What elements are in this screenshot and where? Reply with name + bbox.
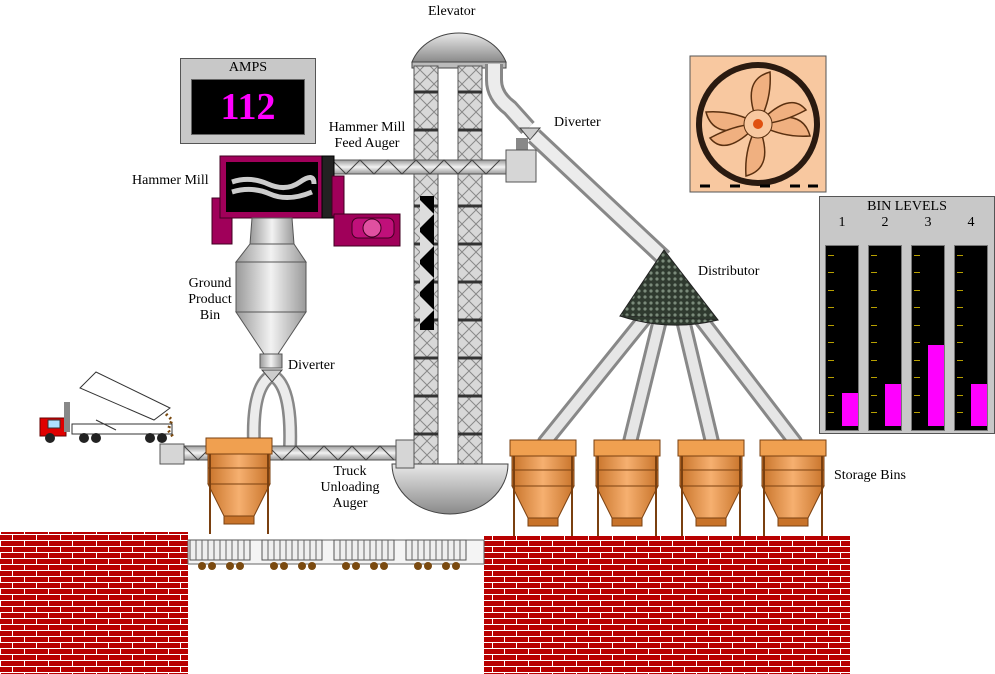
label-truck-unloading-auger-line2: Unloading xyxy=(320,480,380,495)
bin-gauge-tick xyxy=(828,377,834,378)
bin-level-gauge xyxy=(911,245,945,431)
bin-gauge-tick xyxy=(828,395,834,396)
distributor xyxy=(619,249,720,326)
bin-gauge-tick xyxy=(914,325,920,326)
elevator-discharge-pipe xyxy=(485,64,671,265)
bin-gauge-tick xyxy=(957,342,963,343)
bin-level-bar xyxy=(885,384,901,426)
bin-gauge-tick xyxy=(871,307,877,308)
bin-number: 3 xyxy=(924,215,932,230)
label-hammer-mill-feed-auger-line2: Feed Auger xyxy=(334,136,400,151)
label-storage-bins: Storage Bins xyxy=(834,468,906,483)
label-truck-unloading-auger-line3: Auger xyxy=(332,496,368,511)
storage-bins xyxy=(509,439,827,537)
bin-gauge-tick xyxy=(828,255,834,256)
bin-gauge-tick xyxy=(828,342,834,343)
distributor-spouts xyxy=(537,310,803,450)
bin-number: 2 xyxy=(881,215,889,230)
bin-gauge-tick xyxy=(957,360,963,361)
bin-level-bar xyxy=(971,384,987,426)
receiving-bin xyxy=(205,437,273,535)
bin-levels-panel: BIN LEVELS 1 2 3 4 xyxy=(819,196,995,434)
amps-value: 112 xyxy=(191,79,305,135)
bin-level-gauge xyxy=(868,245,902,431)
bin-gauge-tick xyxy=(828,290,834,291)
bin-gauge-tick xyxy=(828,360,834,361)
bucket-elevator xyxy=(391,32,509,515)
bin-gauge-tick xyxy=(914,342,920,343)
ground-product-bin xyxy=(234,217,307,449)
label-ground-product-bin-line2: Product xyxy=(188,292,232,307)
label-elevator: Elevator xyxy=(428,4,476,19)
brick-wall-left xyxy=(0,532,188,674)
bin-level-1: 1 xyxy=(822,215,862,431)
label-ground-product-bin-line1: Ground xyxy=(188,276,232,291)
bin-gauge-tick xyxy=(828,272,834,273)
bin-levels-title: BIN LEVELS xyxy=(867,199,947,214)
bin-gauge-tick xyxy=(957,395,963,396)
bin-gauge-tick xyxy=(914,307,920,308)
bin-gauge-tick xyxy=(914,360,920,361)
bin-gauge-tick xyxy=(871,395,877,396)
rail-cars xyxy=(187,539,485,571)
bin-gauge-tick xyxy=(871,290,877,291)
hammer-mill xyxy=(211,155,401,247)
bin-gauge-tick xyxy=(957,325,963,326)
bin-gauge-tick xyxy=(914,412,920,413)
label-truck-unloading-auger: Truck Unloading Auger xyxy=(310,464,390,512)
label-diverter-bottom: Diverter xyxy=(288,358,335,373)
bin-gauge-tick xyxy=(914,255,920,256)
brick-wall-right xyxy=(484,536,850,674)
bin-level-3: 3 xyxy=(908,215,948,431)
bin-gauge-tick xyxy=(914,395,920,396)
label-diverter-top: Diverter xyxy=(554,115,601,130)
bin-gauge-tick xyxy=(871,412,877,413)
amps-title: AMPS xyxy=(228,60,268,75)
bin-gauge-tick xyxy=(914,290,920,291)
fan-icon xyxy=(689,55,827,193)
bin-level-bar xyxy=(842,393,858,426)
bin-number: 1 xyxy=(838,215,846,230)
bin-gauge-tick xyxy=(871,325,877,326)
bin-gauge-tick xyxy=(871,342,877,343)
label-hammer-mill: Hammer Mill xyxy=(132,173,209,188)
bin-gauge-tick xyxy=(828,412,834,413)
bin-level-bar xyxy=(928,345,944,426)
label-distributor: Distributor xyxy=(698,264,760,279)
hammer-mill-feed-auger xyxy=(331,149,537,183)
bin-gauge-tick xyxy=(957,377,963,378)
bin-gauge-tick xyxy=(957,272,963,273)
label-hammer-mill-feed-auger: Hammer Mill Feed Auger xyxy=(324,120,410,152)
bin-gauge-tick xyxy=(957,290,963,291)
bin-gauge-tick xyxy=(957,412,963,413)
bin-number: 4 xyxy=(967,215,975,230)
bin-gauge-tick xyxy=(828,307,834,308)
dump-truck xyxy=(39,371,176,443)
bin-level-4: 4 xyxy=(951,215,991,431)
label-ground-product-bin-line3: Bin xyxy=(199,308,221,323)
bin-gauge-tick xyxy=(871,272,877,273)
bin-level-2: 2 xyxy=(865,215,905,431)
label-truck-unloading-auger-line1: Truck xyxy=(333,464,367,479)
bin-gauge-tick xyxy=(914,272,920,273)
bin-gauge-tick xyxy=(871,377,877,378)
bin-gauge-tick xyxy=(828,325,834,326)
bin-gauge-tick xyxy=(871,360,877,361)
bin-level-gauge xyxy=(954,245,988,431)
amps-display: AMPS 112 xyxy=(180,58,316,144)
bin-gauge-tick xyxy=(914,377,920,378)
bin-gauge-tick xyxy=(957,255,963,256)
bin-gauge-tick xyxy=(871,255,877,256)
bin-level-gauge xyxy=(825,245,859,431)
label-hammer-mill-feed-auger-line1: Hammer Mill xyxy=(328,120,406,135)
label-ground-product-bin: Ground Product Bin xyxy=(178,276,242,324)
bin-gauge-tick xyxy=(957,307,963,308)
